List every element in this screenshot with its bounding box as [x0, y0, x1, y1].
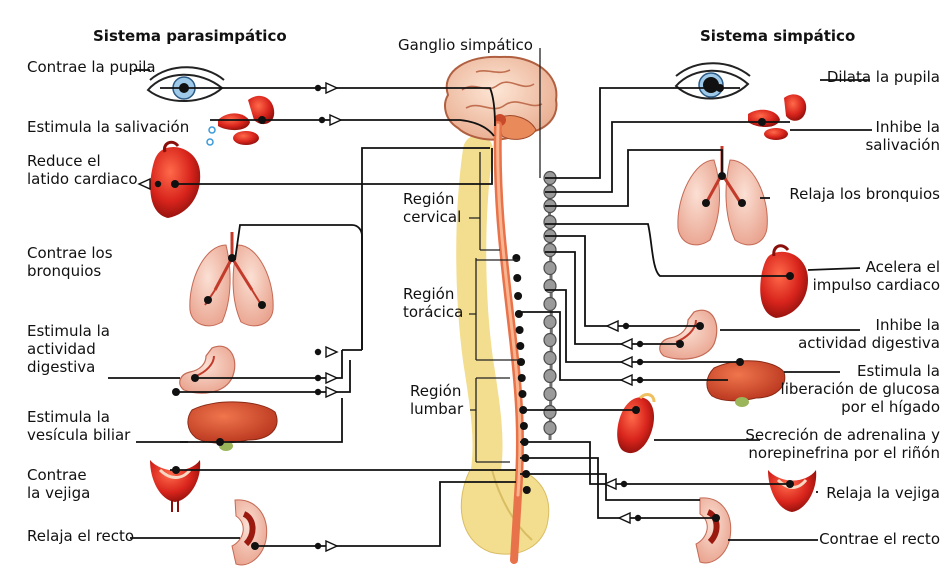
cord-dot	[516, 342, 524, 350]
ganglion-bead	[544, 388, 556, 401]
liver-icon-left	[188, 402, 277, 451]
cord-dot	[516, 326, 524, 334]
dot-rectum-left	[251, 542, 259, 550]
ganglion-chain-icon	[544, 172, 556, 441]
dot-bladder-right	[786, 480, 794, 488]
dot-kidney	[632, 406, 640, 414]
cord-dot	[512, 254, 520, 262]
ganglion-bead	[544, 262, 556, 275]
bladder-icon-right	[768, 470, 816, 512]
dot-stomach-right	[696, 322, 704, 330]
salivary-gland-icon-right	[748, 94, 806, 140]
cord-dot	[520, 422, 528, 430]
synapse-rectum-right	[619, 513, 641, 523]
rectum-icon-right	[696, 498, 731, 563]
liver-icon-right	[707, 361, 785, 407]
synapse-bladder-right	[605, 479, 627, 489]
nerve-digestive-right-1	[545, 236, 700, 326]
stomach-icon-right	[660, 310, 717, 359]
eye-icon-left	[148, 67, 224, 101]
synapse-salivary-left	[319, 115, 341, 125]
label-relax-rectum: Relaja el recto	[27, 527, 134, 545]
label-contract-bladder: Contrae la vejiga	[27, 466, 90, 502]
synapse-liver-r2	[621, 375, 643, 385]
label-inhibit-salivation: Inhibe la salivación	[865, 118, 940, 154]
kidney-icon	[617, 395, 654, 454]
rectum-icon-left	[232, 500, 267, 565]
dot-lung-a	[204, 296, 212, 304]
label-glucose-release: Estimula la liberación de glucosa por el…	[781, 362, 940, 416]
dot-stomach-left	[191, 374, 199, 382]
ganglion-bead	[544, 334, 556, 347]
title-parasympathetic: Sistema parasimpático	[93, 27, 287, 45]
dot-eye-right	[716, 84, 724, 92]
synapse-liver-right	[621, 357, 643, 367]
region-lumbar: Región lumbar	[410, 382, 463, 418]
heart-icon-right	[760, 246, 808, 318]
dot-stomach-b	[172, 388, 180, 396]
dot-stomach-r2	[676, 340, 684, 348]
label-contract-rectum: Contrae el recto	[819, 530, 940, 548]
label-inhibit-digestion: Inhibe la actividad digestiva	[798, 316, 940, 352]
dot-rectum-right	[712, 514, 720, 522]
dot-lung-c	[702, 199, 710, 207]
label-accelerate-heart: Acelera el impulso cardiaco	[813, 258, 940, 294]
synapse-rectum-left	[315, 541, 337, 551]
dot-lung-d	[738, 199, 746, 207]
cord-dot	[513, 274, 521, 282]
title-sympathetic: Sistema simpático	[700, 27, 855, 45]
ganglion-bead	[544, 216, 556, 229]
label-stimulate-gallbladder: Estimula la vesícula biliar	[27, 408, 130, 444]
dot-heart-left	[171, 180, 179, 188]
synapse-digestive-r2	[621, 339, 643, 349]
dot-heart-right	[786, 272, 794, 280]
label-relax-bladder: Relaja la vejiga	[826, 484, 940, 502]
spine-bones	[461, 150, 548, 554]
lungs-icon-left	[190, 232, 273, 326]
cord-dot	[514, 292, 522, 300]
cord-dot	[517, 358, 525, 366]
ganglion-bead	[544, 352, 556, 365]
synapse-digestive-r1	[607, 321, 629, 331]
eye-icon-right	[676, 63, 750, 98]
synapse-digestive-1	[315, 347, 337, 357]
label-stimulate-salivation: Estimula la salivación	[27, 118, 189, 136]
dot-lung-b	[258, 301, 266, 309]
dot-liver-left	[216, 438, 224, 446]
dot-salivary-right	[758, 118, 766, 126]
dot-liver-right	[736, 358, 744, 366]
ganglion-bead	[544, 406, 556, 419]
cord-dot	[518, 390, 526, 398]
region-cervical: Región cervical	[403, 190, 461, 226]
label-relax-bronchi: Relaja los bronquios	[789, 185, 940, 203]
cord-dot	[518, 374, 526, 382]
region-thoracic: Región torácica	[403, 285, 463, 321]
synapse-digestive-3	[315, 387, 337, 397]
synapse-digestive-2	[315, 373, 337, 383]
dot-bladder-left	[172, 466, 180, 474]
label-reduce-heartbeat: Reduce el latido cardiaco	[27, 152, 138, 188]
stomach-icon-left	[180, 346, 235, 393]
nerve-rectum-right	[520, 458, 716, 518]
label-sympathetic-ganglion: Ganglio simpático	[398, 36, 533, 54]
ganglion-bead	[544, 316, 556, 329]
ganglion-bead	[544, 422, 556, 435]
label-contract-pupil: Contrae la pupila	[27, 58, 156, 76]
nerve-heart-left	[175, 148, 492, 184]
ganglion-bead	[544, 244, 556, 257]
label-stimulate-digestion: Estimula la actividad digestiva	[27, 322, 110, 376]
dot-lungs-right	[718, 172, 726, 180]
synapse-eye-left	[315, 83, 337, 93]
ganglion-bead	[544, 298, 556, 311]
dot-salivary-left	[258, 116, 266, 124]
cord-dot	[523, 486, 531, 494]
label-dilate-pupil: Dilata la pupila	[827, 68, 940, 86]
label-contract-bronchi: Contrae los bronquios	[27, 244, 113, 280]
dot-lungs-left	[228, 254, 236, 262]
label-adrenaline-secretion: Secreción de adrenalina y norepinefrina …	[745, 426, 940, 462]
ganglion-bead	[544, 370, 556, 383]
